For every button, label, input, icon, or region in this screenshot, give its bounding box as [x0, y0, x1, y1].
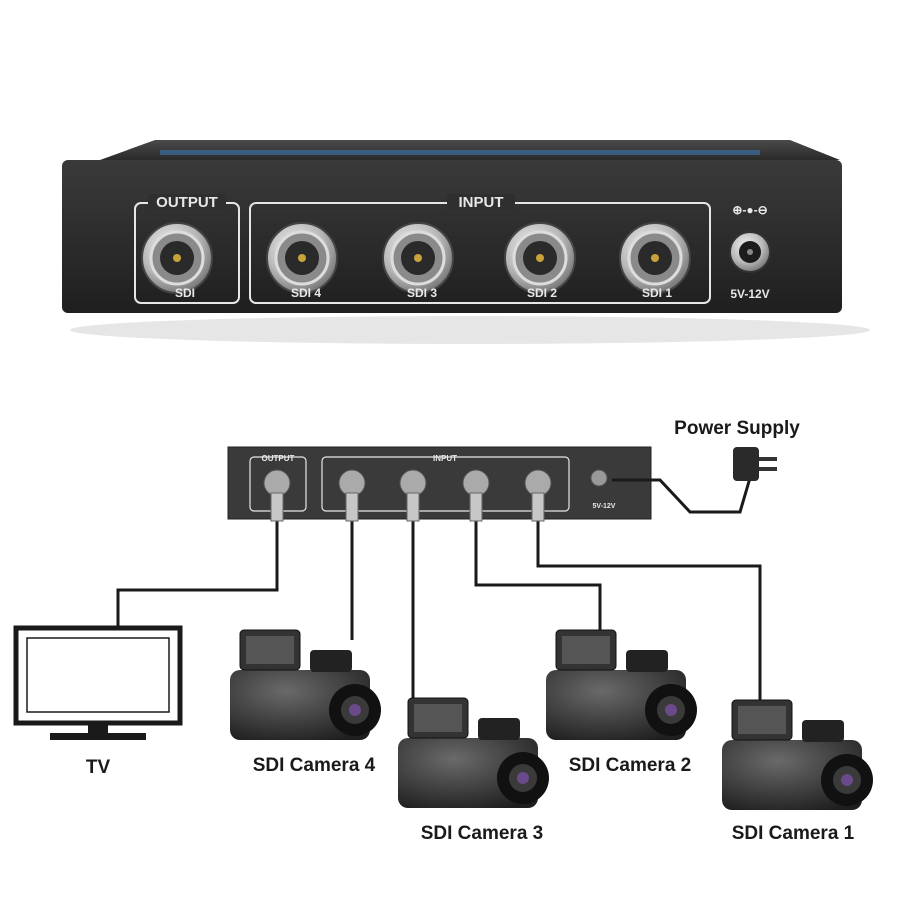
input-group-label: INPUT	[459, 194, 504, 211]
output-group-label: OUTPUT	[156, 194, 218, 211]
port-label-sdi3: SDI 3	[407, 286, 437, 300]
cable-camera-2	[474, 500, 602, 640]
connection-diagram: OUTPUT INPUT 5V-12V Power Supply	[13, 418, 873, 844]
output-label-bg	[148, 194, 226, 210]
diagram-power-jack	[590, 469, 608, 487]
diagram-output-label: OUTPUT	[262, 454, 295, 463]
bnc-connector-sdi3	[382, 222, 454, 294]
power-supply-label: Power Supply	[674, 418, 800, 439]
tv-icon	[13, 625, 183, 740]
tv-label: TV	[86, 757, 111, 778]
power-jack	[729, 231, 771, 273]
diagram-input-frame	[321, 456, 570, 512]
port-label-sdi1: SDI 1	[642, 286, 672, 300]
diagram-device	[227, 446, 652, 520]
power-adapter-icon	[733, 447, 777, 481]
polarity-symbol: ⊕-●-⊖	[732, 203, 767, 217]
cables	[116, 477, 762, 705]
port-label-sdi2: SDI 2	[527, 286, 557, 300]
camera-icon	[546, 629, 697, 740]
input-label-bg	[447, 194, 515, 210]
device-photo: OUTPUT INPUT	[62, 140, 870, 344]
port-label-output: SDI	[175, 286, 195, 300]
bnc-connector-sdi4	[266, 222, 338, 294]
camera-icon	[230, 629, 381, 740]
camera-icon	[722, 699, 873, 810]
port-label-sdi4: SDI 4	[291, 286, 321, 300]
device-shadow	[70, 316, 870, 344]
diagram-plugs	[263, 469, 552, 522]
bnc-connector-sdi2	[504, 222, 576, 294]
cable-tv	[116, 500, 279, 630]
cable-power	[612, 477, 752, 514]
bnc-connector-output	[141, 222, 213, 294]
bnc-connector-sdi1	[619, 222, 691, 294]
device-top-print	[160, 150, 760, 155]
camera-4-label: SDI Camera 4	[253, 755, 376, 776]
camera-3-label: SDI Camera 3	[421, 823, 544, 844]
diagram-power-label: 5V-12V	[593, 503, 616, 510]
camera-2-label: SDI Camera 2	[569, 755, 692, 776]
power-label: 5V-12V	[730, 287, 769, 301]
camera-icon	[398, 697, 549, 808]
diagram-input-label: INPUT	[433, 454, 457, 463]
camera-1-label: SDI Camera 1	[732, 823, 855, 844]
cable-camera-1	[536, 500, 762, 705]
